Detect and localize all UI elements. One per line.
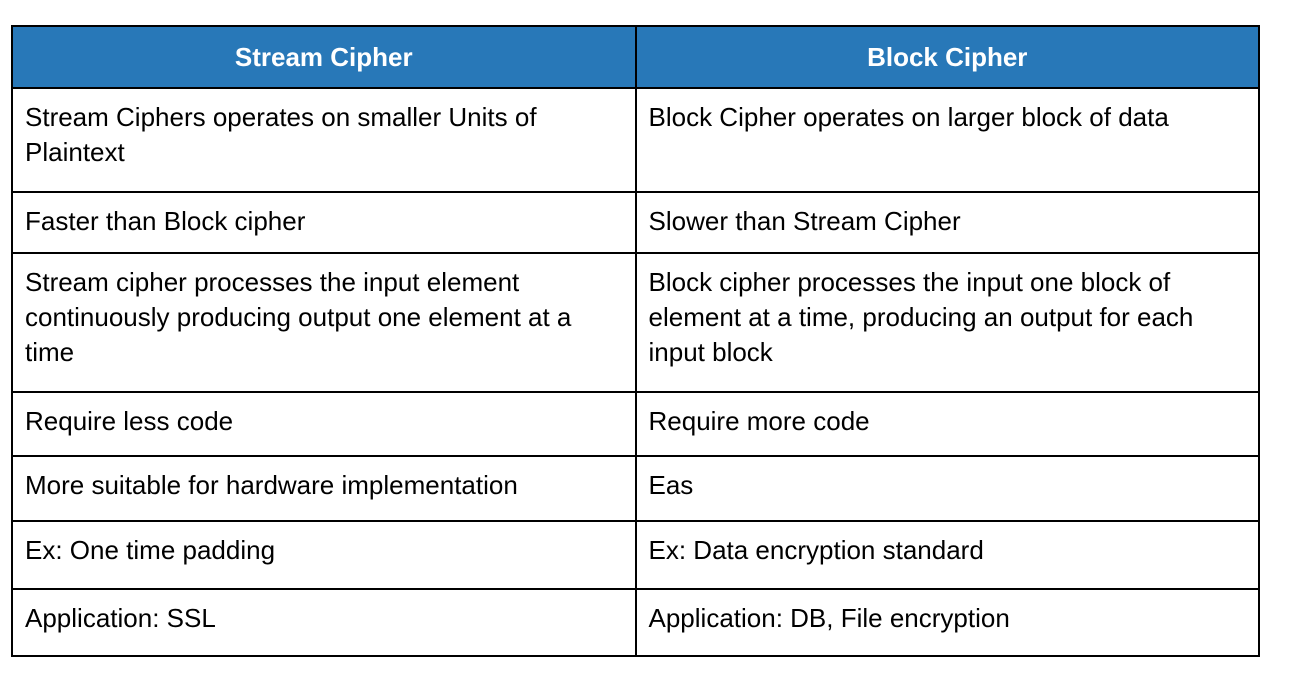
cell-block-units: Block Cipher operates on larger block of… bbox=[634, 87, 1260, 193]
cell-block-application: Application: DB, File encryption bbox=[634, 588, 1260, 657]
cell-block-hardware: Eas bbox=[634, 455, 1260, 522]
table-row: Application: SSL Application: DB, File e… bbox=[11, 588, 1260, 657]
table-row: More suitable for hardware implementatio… bbox=[11, 455, 1260, 522]
cell-block-example: Ex: Data encryption standard bbox=[634, 520, 1260, 590]
table-row: Stream Ciphers operates on smaller Units… bbox=[11, 87, 1260, 193]
cell-block-processing: Block cipher processes the input one blo… bbox=[634, 252, 1260, 393]
cell-stream-code: Require less code bbox=[11, 391, 637, 457]
table-row: Faster than Block cipher Slower than Str… bbox=[11, 191, 1260, 254]
table-header-row: Stream Cipher Block Cipher bbox=[11, 25, 1260, 89]
column-header-block-cipher: Block Cipher bbox=[634, 25, 1260, 89]
comparison-table: Stream Cipher Block Cipher Stream Cipher… bbox=[11, 25, 1260, 657]
cell-stream-processing: Stream cipher processes the input elemen… bbox=[11, 252, 637, 393]
column-header-stream-cipher: Stream Cipher bbox=[11, 25, 637, 89]
cell-stream-hardware: More suitable for hardware implementatio… bbox=[11, 455, 637, 522]
cell-stream-application: Application: SSL bbox=[11, 588, 637, 657]
table-row: Ex: One time padding Ex: Data encryption… bbox=[11, 520, 1260, 590]
cell-stream-speed: Faster than Block cipher bbox=[11, 191, 637, 254]
cell-block-speed: Slower than Stream Cipher bbox=[634, 191, 1260, 254]
cell-stream-example: Ex: One time padding bbox=[11, 520, 637, 590]
table-row: Stream cipher processes the input elemen… bbox=[11, 252, 1260, 393]
table-row: Require less code Require more code bbox=[11, 391, 1260, 457]
cell-stream-units: Stream Ciphers operates on smaller Units… bbox=[11, 87, 637, 193]
cell-block-code: Require more code bbox=[634, 391, 1260, 457]
